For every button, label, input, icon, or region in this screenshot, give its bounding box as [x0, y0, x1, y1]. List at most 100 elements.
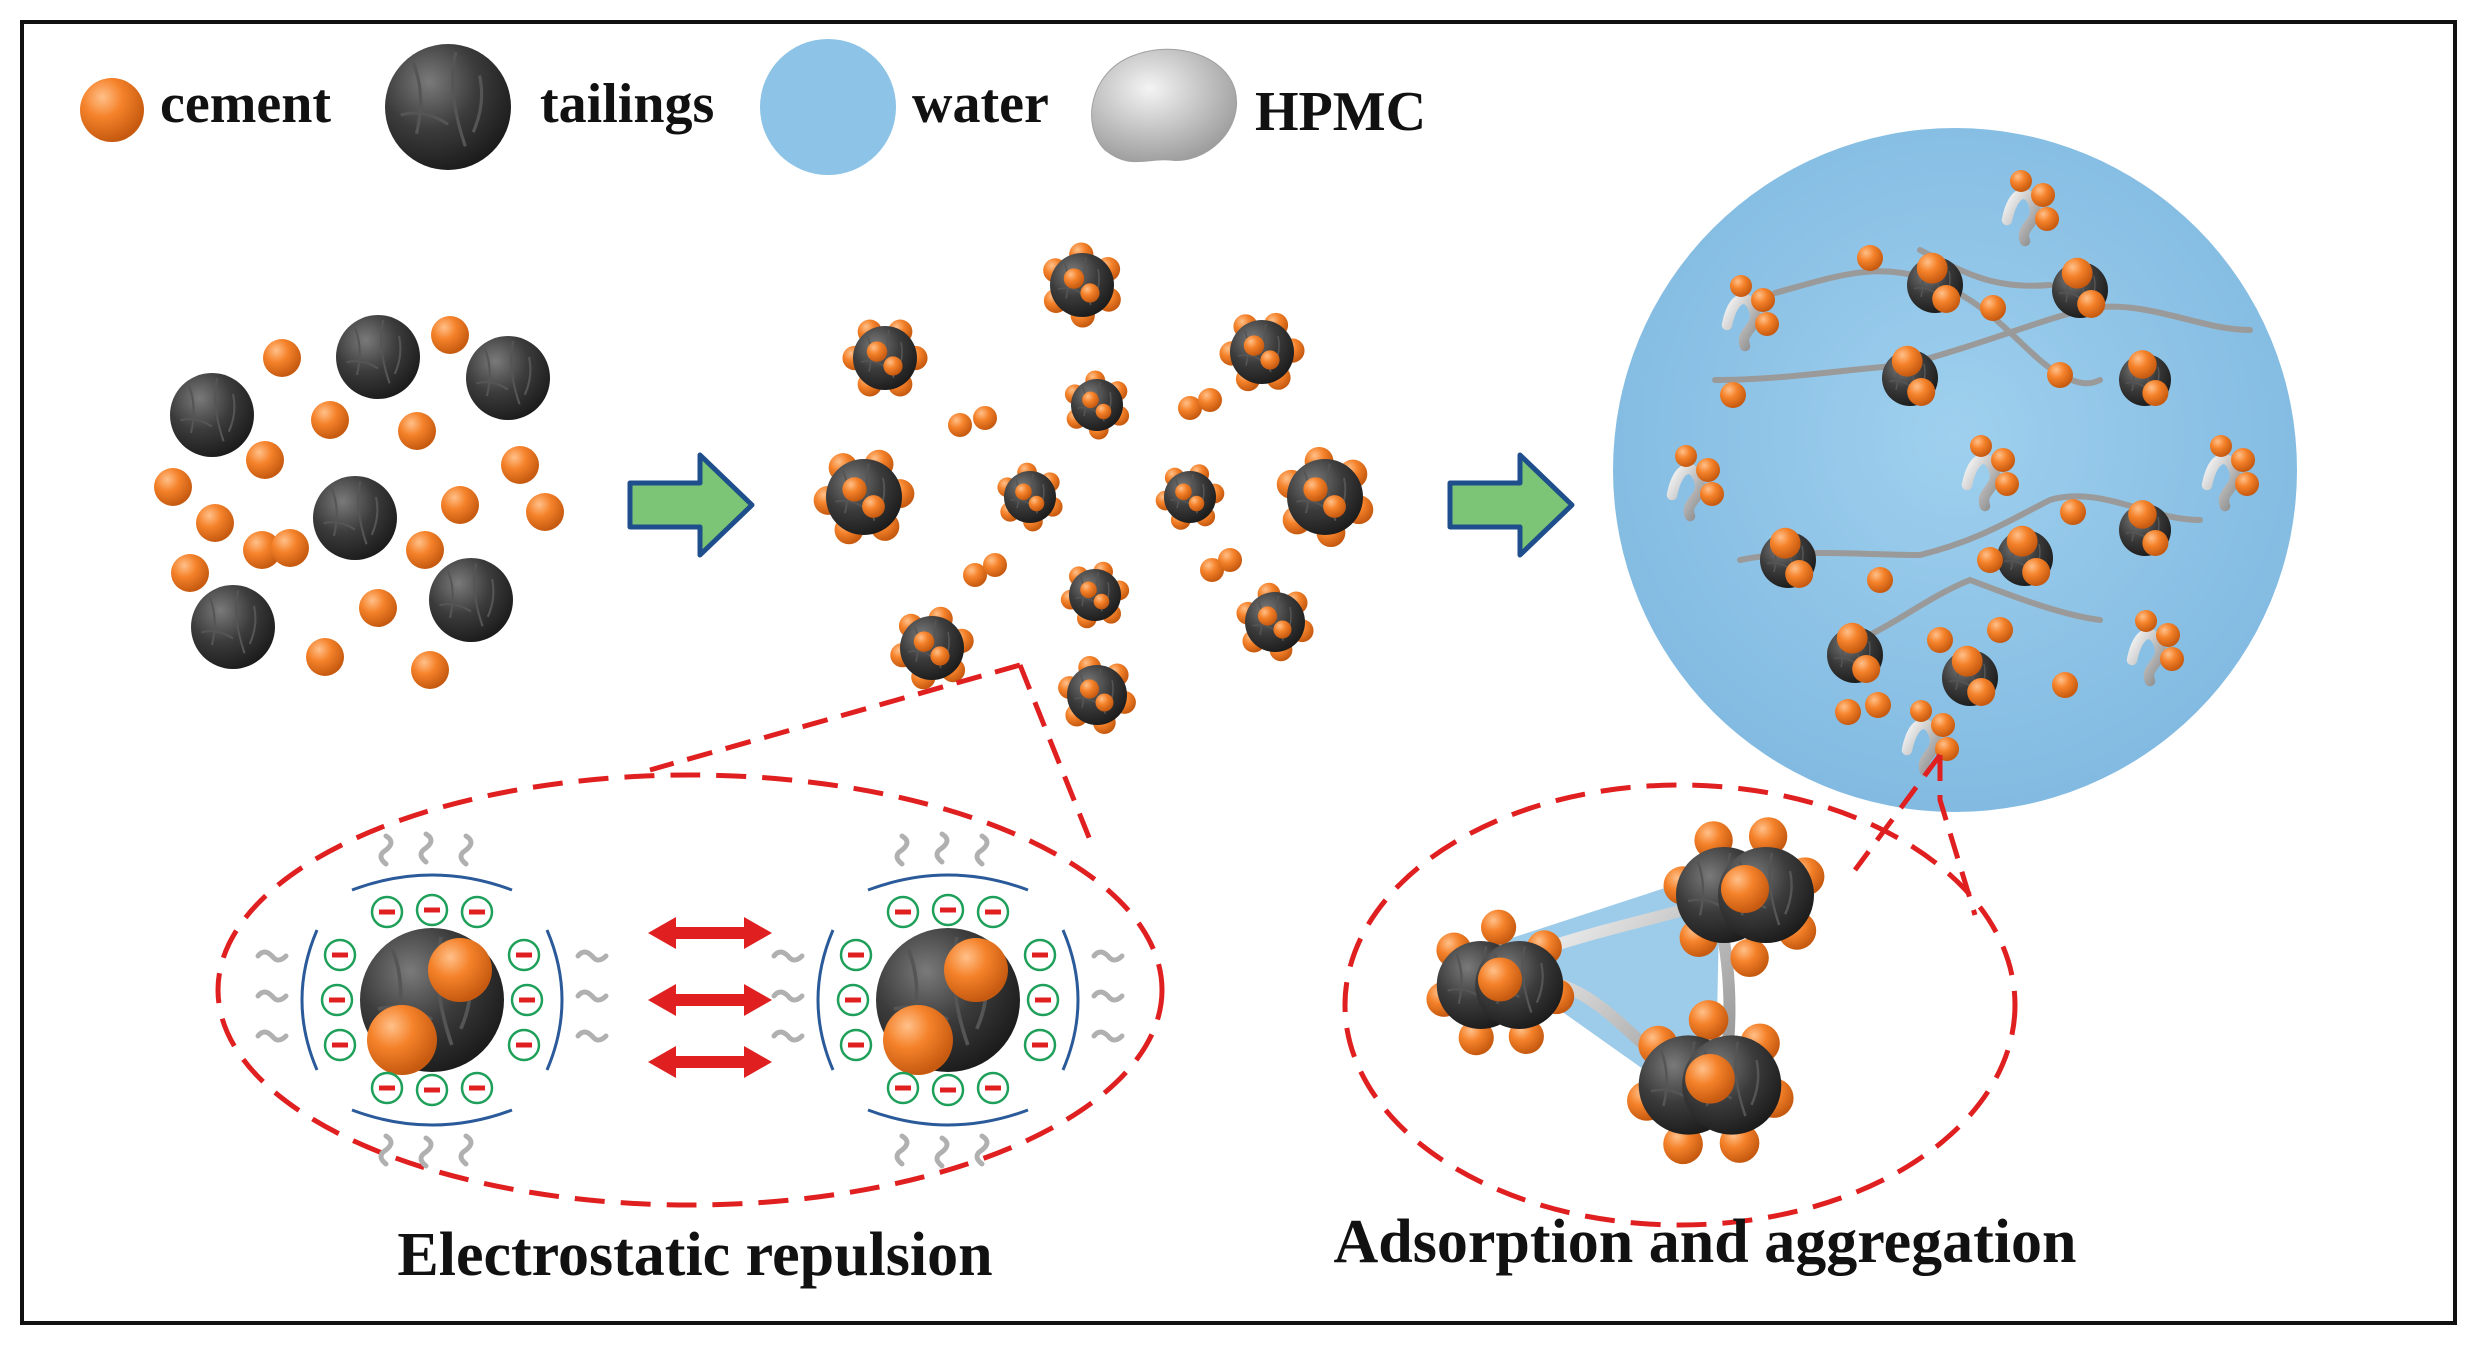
cement-particle [1063, 268, 1085, 289]
legend-cement-icon [80, 78, 144, 142]
cement-particle [1730, 938, 1769, 978]
tailings-particle [336, 315, 420, 399]
adsorbed-tailings-particle [2119, 500, 2171, 556]
aggregated-cluster [1627, 1000, 1794, 1165]
cement-particle [2006, 525, 2038, 557]
cement-particle [948, 413, 972, 437]
cement-particle [2047, 362, 2073, 388]
hpmc-bundle [1961, 435, 2019, 512]
cement-particle [431, 316, 469, 354]
negative-charge [976, 1071, 1010, 1105]
negative-charge [1023, 1028, 1057, 1062]
cement-particle [2128, 500, 2157, 529]
cement-particle [973, 406, 997, 430]
cement-particle [1755, 312, 1779, 336]
cement-particle [1967, 678, 1996, 706]
cement-particle [2142, 380, 2169, 406]
negative-charge [976, 895, 1010, 929]
cement-particle [1700, 482, 1724, 506]
negative-charge [460, 895, 494, 929]
hpmc-bundle [1721, 275, 1779, 352]
cement-particle [1273, 620, 1292, 639]
cement-particle [154, 468, 192, 506]
cement-particle [1480, 909, 1517, 945]
cement-particle [306, 638, 344, 676]
cement-particle [1080, 581, 1097, 599]
aggregated-cluster [1663, 817, 1825, 978]
cement-particle [1721, 865, 1769, 913]
cement-particle [883, 356, 903, 376]
coated-tailings-cluster [890, 606, 974, 690]
negative-charge [510, 983, 544, 1017]
cement-particle [441, 486, 479, 524]
tailings-particle [1230, 320, 1294, 384]
cement-particle [246, 441, 284, 479]
stage-3-hpmc-network [1666, 170, 2259, 777]
cement-particle [1720, 382, 1746, 408]
cement-particle [1769, 527, 1801, 559]
cement-particle [983, 553, 1007, 577]
cement-particle [398, 412, 436, 450]
adsorbed-tailings-particle [1827, 622, 1883, 683]
cement-particle [1243, 335, 1265, 356]
legend-hpmc-icon [1091, 48, 1237, 163]
hpmc-strand [2201, 453, 2241, 512]
negative-charge [836, 983, 870, 1017]
cement-particle [2128, 350, 2157, 379]
cement-particle [1175, 483, 1192, 501]
cement-particle [842, 477, 867, 502]
negative-charge [460, 1071, 494, 1105]
cement-particle [1748, 817, 1788, 856]
cement-particle [1857, 245, 1883, 271]
tailings-particle [313, 476, 397, 560]
figure-frame [20, 20, 2457, 1325]
cement-particle [1093, 593, 1110, 610]
adsorbed-tailings-particle [1760, 527, 1816, 588]
negative-charge [839, 1028, 873, 1062]
cement-particle [1951, 645, 1983, 677]
negative-charge [1026, 983, 1060, 1017]
cement-particle [311, 401, 349, 439]
cement-particle [196, 504, 234, 542]
cement-particle [526, 493, 564, 531]
repulsion-double-arrow [648, 917, 772, 949]
stage-2-dispersed-clusters [813, 242, 1374, 734]
process-arrow-1 [627, 452, 755, 558]
cement-particle [2210, 435, 2232, 457]
cement-particle [930, 646, 950, 666]
tailings-particle [1069, 569, 1121, 621]
coated-tailings-cluster [1219, 312, 1305, 392]
cement-particle [411, 651, 449, 689]
cement-particle [1458, 1020, 1494, 1056]
cement-particle [963, 563, 987, 587]
adsorbed-tailings-particle [2119, 350, 2171, 406]
tailings-particle [466, 336, 550, 420]
cement-particle [1080, 283, 1100, 303]
hpmc-bundle [2126, 610, 2184, 687]
cement-particle [1987, 617, 2013, 643]
cement-particle [367, 1005, 437, 1075]
cement-particle [1730, 275, 1752, 297]
cement-particle [1865, 692, 1891, 718]
cement-particle [2077, 290, 2106, 318]
tailings-particle [385, 44, 511, 170]
cement-particle [1200, 558, 1224, 582]
tailings-particle [1164, 471, 1216, 523]
cement-particle [1980, 295, 2006, 321]
negative-charge [886, 895, 920, 929]
negative-charge [886, 1071, 920, 1105]
aggregation-detail [1426, 817, 1825, 1165]
hpmc-strand [1721, 293, 1761, 352]
negative-charge [507, 1028, 541, 1062]
legend-water-label: water [912, 73, 1049, 135]
tailings-particle [429, 558, 513, 642]
cement-particle [1257, 606, 1278, 626]
negative-charge [323, 1028, 357, 1062]
cement-particle [80, 78, 144, 142]
negative-charge [320, 983, 354, 1017]
adsorbed-tailings-particle [1997, 525, 2053, 586]
cement-particle [1867, 567, 1893, 593]
negative-charge [507, 938, 541, 972]
